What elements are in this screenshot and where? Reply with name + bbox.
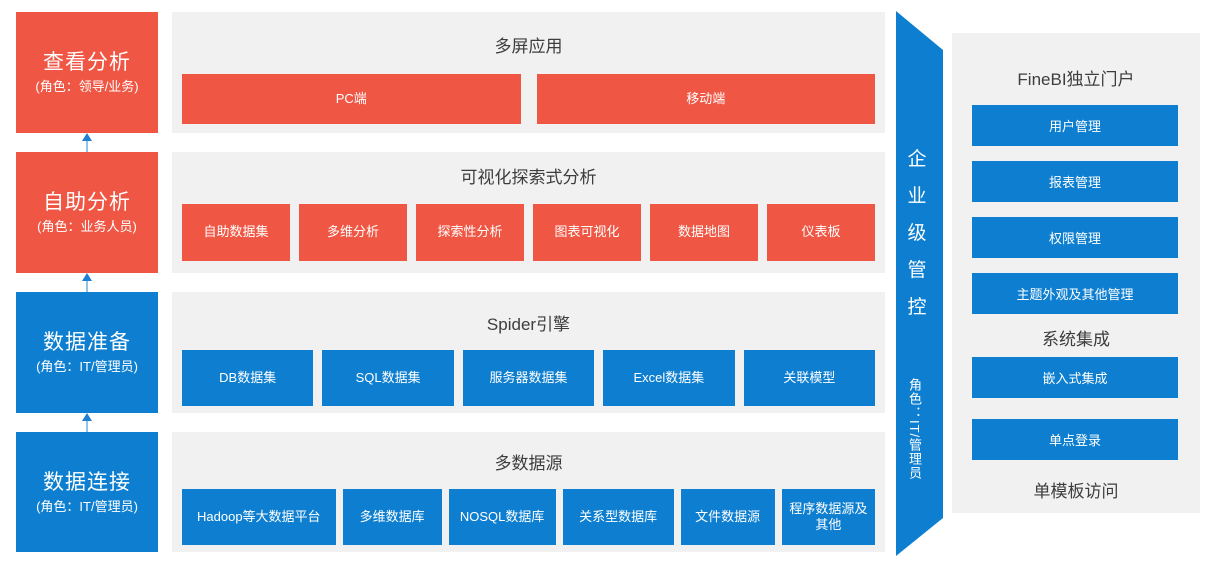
role-box-view-analysis[interactable]: 查看分析 (角色：领导/业务) <box>16 12 158 133</box>
panel-spider-engine: Spider引擎 DB数据集 SQL数据集 服务器数据集 Excel数据集 关联… <box>172 292 885 413</box>
panel-title: 可视化探索式分析 <box>460 168 597 187</box>
chip-excel-dataset[interactable]: Excel数据集 <box>603 350 735 406</box>
governance-bar-shape <box>896 11 943 556</box>
chip-mobile[interactable]: 移动端 <box>536 74 875 124</box>
portal-button-user-management[interactable]: 用户管理 <box>972 105 1178 146</box>
portal-title: FineBI独立门户 <box>1017 70 1135 89</box>
chip-hadoop-bigdata[interactable]: Hadoop等大数据平台 <box>182 489 336 545</box>
role-box-data-preparation[interactable]: 数据准备 (角色：IT/管理员) <box>16 292 158 413</box>
panel-chip-row: 自助数据集 多维分析 探索性分析 图表可视化 数据地图 仪表板 <box>182 204 875 261</box>
chip-relational-db[interactable]: 关系型数据库 <box>562 489 674 545</box>
arrow-up-2 <box>82 273 92 292</box>
governance-char: 控 <box>907 297 927 318</box>
chip-multidim-analysis[interactable]: 多维分析 <box>299 204 407 261</box>
role-box-data-connection[interactable]: 数据连接 (角色：IT/管理员) <box>16 432 158 552</box>
role-title: 查看分析 <box>43 51 131 75</box>
chip-exploratory-analysis[interactable]: 探索性分析 <box>416 204 524 261</box>
chip-program-datasource[interactable]: 程序数据源及其他 <box>781 489 875 545</box>
role-subtitle: (角色：IT/管理员) <box>36 359 138 375</box>
panel-chip-row: Hadoop等大数据平台 多维数据库 NOSQL数据库 关系型数据库 文件数据源… <box>182 489 875 545</box>
chip-nosql-db[interactable]: NOSQL数据库 <box>448 489 556 545</box>
chip-data-map[interactable]: 数据地图 <box>650 204 758 261</box>
panel-title: 多屏应用 <box>494 37 563 56</box>
role-box-self-service-analysis[interactable]: 自助分析 (角色：业务人员) <box>16 152 158 273</box>
chip-sql-dataset[interactable]: SQL数据集 <box>322 350 454 406</box>
portal-button-theme-other-management[interactable]: 主题外观及其他管理 <box>972 273 1178 314</box>
portal-section-title-system-integration: 系统集成 <box>1042 330 1110 349</box>
panel-title: Spider引擎 <box>486 315 571 334</box>
chip-db-dataset[interactable]: DB数据集 <box>182 350 314 406</box>
role-subtitle: (角色：业务人员) <box>37 219 137 235</box>
role-subtitle: (角色：领导/业务) <box>35 79 139 95</box>
panel-multi-screen-app: 多屏应用 PC端 移动端 <box>172 12 885 133</box>
portal-footer-single-template-access: 单模板访问 <box>1033 482 1119 501</box>
governance-char: 企 <box>907 149 927 170</box>
chip-server-dataset[interactable]: 服务器数据集 <box>462 350 595 406</box>
chip-dashboard[interactable]: 仪表板 <box>767 204 875 261</box>
panel-visual-exploration: 可视化探索式分析 自助数据集 多维分析 探索性分析 图表可视化 数据地图 仪表板 <box>172 152 885 273</box>
role-column: 查看分析 (角色：领导/业务) 自助分析 (角色：业务人员) 数据准备 (角色：… <box>0 0 170 574</box>
governance-bar[interactable]: 企 业 级 管 控 角色：IT/管理员 <box>893 0 955 574</box>
panel-chip-row: DB数据集 SQL数据集 服务器数据集 Excel数据集 关联模型 <box>182 350 876 406</box>
portal-panel: FineBI独立门户 用户管理 报表管理 权限管理 主题外观及其他管理 系统集成… <box>952 33 1200 513</box>
arrow-up-3 <box>82 413 92 432</box>
chip-self-service-dataset[interactable]: 自助数据集 <box>182 204 290 261</box>
panel-chip-row: PC端 移动端 <box>182 74 875 124</box>
role-title: 数据准备 <box>43 331 131 355</box>
chip-file-datasource[interactable]: 文件数据源 <box>680 489 775 545</box>
portal-button-single-sign-on[interactable]: 单点登录 <box>972 419 1178 460</box>
panel-title: 多数据源 <box>494 454 563 473</box>
arrow-up-1 <box>82 133 92 152</box>
governance-title: 企 业 级 管 控 <box>893 150 941 335</box>
governance-char: 级 <box>907 223 927 244</box>
chip-pc[interactable]: PC端 <box>182 74 521 124</box>
governance-char: 管 <box>907 260 927 281</box>
portal-button-report-management[interactable]: 报表管理 <box>972 161 1178 202</box>
role-subtitle: (角色：IT/管理员) <box>36 498 138 514</box>
chip-relation-model[interactable]: 关联模型 <box>743 350 876 406</box>
governance-char: 业 <box>907 186 927 207</box>
governance-role-label: 角色：IT/管理员 <box>907 378 922 481</box>
portal-button-embedded-integration[interactable]: 嵌入式集成 <box>972 357 1178 398</box>
portal-button-permission-management[interactable]: 权限管理 <box>972 217 1178 258</box>
role-title: 数据连接 <box>43 470 131 494</box>
chip-chart-visualization[interactable]: 图表可视化 <box>533 204 641 261</box>
panel-multi-datasource: 多数据源 Hadoop等大数据平台 多维数据库 NOSQL数据库 关系型数据库 … <box>172 432 885 552</box>
chip-multidim-db[interactable]: 多维数据库 <box>342 489 442 545</box>
role-title: 自助分析 <box>43 191 131 215</box>
